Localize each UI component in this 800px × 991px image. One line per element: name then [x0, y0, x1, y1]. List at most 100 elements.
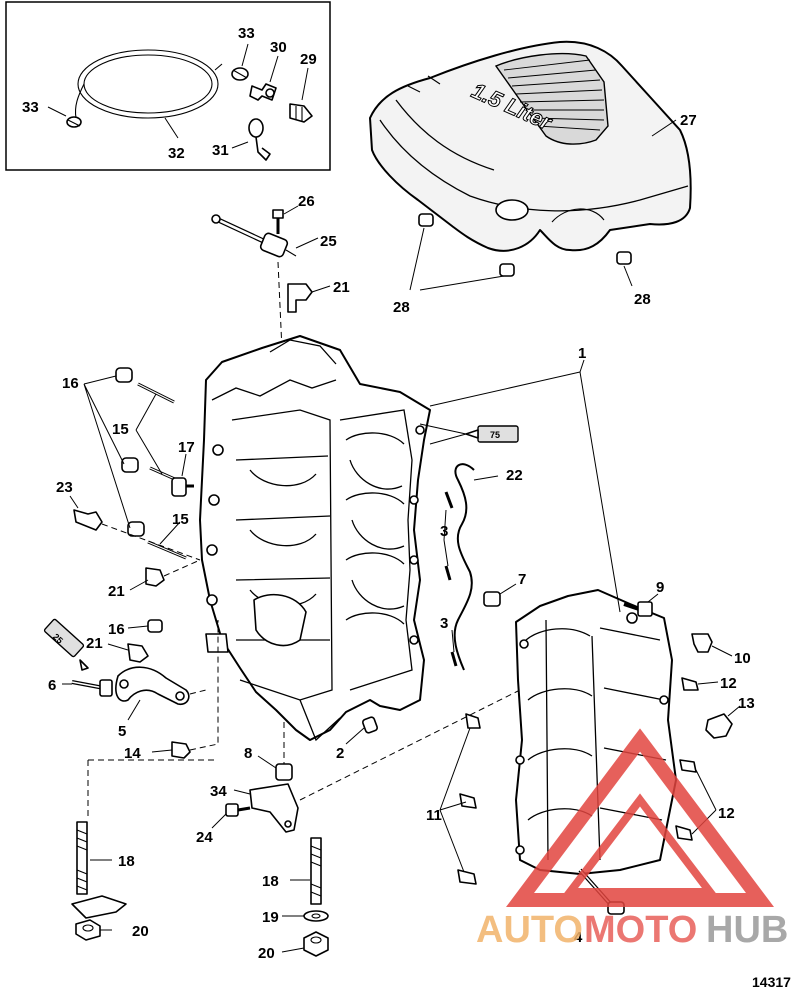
clamp-33-left [66, 116, 82, 128]
bracket-34 [249, 783, 299, 833]
callout-14: 14 [124, 745, 141, 762]
dowel-pin-2 [362, 716, 378, 734]
callout-25: 25 [320, 233, 337, 250]
bolt-6 [71, 679, 113, 697]
fitting-17 [171, 477, 194, 497]
callout-2: 2 [336, 745, 344, 762]
inset-callout-33-left: 33 [22, 99, 39, 116]
callout-1: 1 [578, 345, 586, 362]
plug-7 [483, 591, 501, 607]
grommet-28-a [418, 213, 434, 227]
callout-16-low: 16 [108, 621, 125, 638]
callout-26: 26 [298, 193, 315, 210]
watermark-auto: AUTO [476, 909, 583, 951]
bushing-16-b [121, 457, 139, 473]
inset-callout-31: 31 [212, 142, 229, 159]
inset-callout-33-top: 33 [238, 25, 255, 42]
inset-callout-30: 30 [270, 39, 287, 56]
callout-7: 7 [518, 571, 526, 588]
callout-10: 10 [734, 650, 751, 667]
callout-15-top: 15 [112, 421, 129, 438]
fitting-29 [289, 103, 313, 123]
bushing-16-d [147, 619, 163, 633]
stud-18-center [310, 837, 322, 905]
nut-20-left [75, 919, 101, 941]
callout-5: 5 [118, 723, 126, 740]
sealant-tube-25: 25 [43, 618, 89, 671]
callout-3-upper: 3 [440, 523, 448, 540]
tube-25-label: 25 [51, 632, 65, 646]
grommet-28-c [616, 251, 632, 265]
callout-16-top: 16 [62, 375, 79, 392]
fitting-30 [249, 83, 277, 101]
elbow-fitting-21-top [287, 283, 313, 313]
stud-18-left [76, 821, 88, 895]
fitting-11-b [459, 793, 477, 809]
dowel-pin-3-c [450, 651, 458, 667]
inset-callout-32: 32 [168, 145, 185, 162]
elbow-fitting-10 [691, 633, 713, 653]
lock-plate [71, 895, 127, 919]
nut-20-center [303, 931, 329, 957]
elbow-fitting-21-mid [145, 567, 165, 587]
callout-3-lower: 3 [440, 615, 448, 632]
dowel-pin-3-b [444, 565, 452, 581]
strap-bracket-5 [115, 666, 190, 706]
callout-20-left: 20 [132, 923, 149, 940]
bolt-9 [623, 601, 653, 617]
callout-21-low: 21 [86, 635, 103, 652]
callout-24: 24 [196, 829, 213, 846]
callout-11: 11 [426, 807, 442, 824]
callout-22: 22 [506, 467, 523, 484]
cylinder-block [199, 335, 431, 742]
callout-21-top: 21 [333, 279, 350, 296]
callout-20-center: 20 [258, 945, 275, 962]
fitting-31 [248, 118, 271, 161]
callout-15-bottom: 15 [172, 511, 189, 528]
callout-21-mid: 21 [108, 583, 125, 600]
callout-8: 8 [244, 745, 252, 762]
callout-27: 27 [680, 112, 697, 129]
elbow-fitting-21-low [127, 643, 149, 663]
engine-cover-27: 1.5 Liter [369, 40, 692, 252]
pin-15-a [137, 382, 175, 404]
bushing-16-c [127, 521, 145, 537]
fitting-11-c [457, 869, 477, 885]
callout-12-lower: 12 [718, 805, 735, 822]
sealant-tube-75: 75 [465, 425, 519, 443]
grommet-28-b [499, 263, 515, 277]
callout-28-left: 28 [393, 299, 410, 316]
inset-panel: 33 30 29 33 32 31 [5, 1, 331, 171]
fitting-12-c [675, 825, 693, 841]
crankcase-cover [515, 589, 677, 875]
crankcase-seal-22 [453, 463, 475, 671]
hose-32 [74, 49, 223, 119]
callout-6: 6 [48, 677, 56, 694]
callout-28-right: 28 [634, 291, 651, 308]
inset-border [5, 1, 331, 171]
pin-15-b [147, 540, 187, 560]
callout-18-left: 18 [118, 853, 135, 870]
callout-4: 4 [574, 929, 583, 946]
callout-19: 19 [262, 909, 279, 926]
screw-24 [225, 803, 251, 817]
elbow-fitting-13 [705, 713, 733, 739]
bolt-26 [272, 209, 284, 234]
watermark-moto: MOTO [584, 909, 697, 951]
callout-18-center: 18 [262, 873, 279, 890]
dowel-pin-3-a [444, 491, 454, 509]
sensor-assembly-25 [211, 214, 297, 258]
callout-12-upper: 12 [720, 675, 737, 692]
callout-34: 34 [210, 783, 227, 800]
watermark-hub: HUB [706, 909, 788, 951]
callout-17: 17 [178, 439, 195, 456]
watermark-logo: AUTO MOTO HUB [476, 728, 788, 951]
spacer-8 [275, 763, 293, 781]
fitting-14 [171, 741, 191, 759]
washer-19 [303, 910, 329, 922]
fitting-12-b [679, 759, 697, 773]
fitting-11-a [465, 713, 481, 729]
clamp-33-right [231, 67, 249, 81]
figure-number: 14317 [752, 974, 791, 990]
